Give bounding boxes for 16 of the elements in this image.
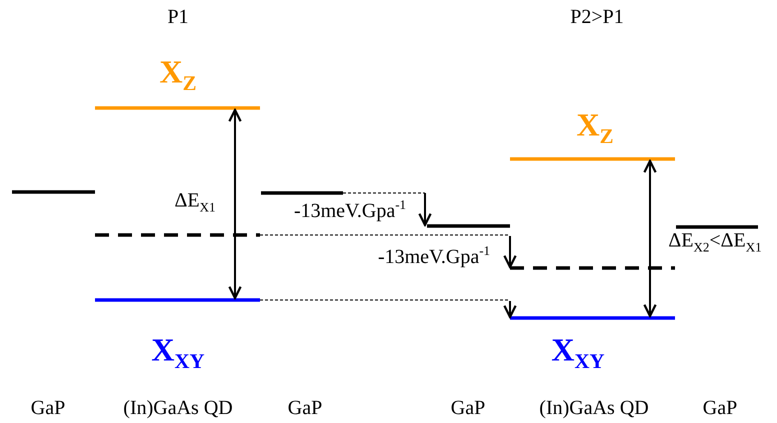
shift-label: -13meV.Gpa$^{-1}$ — [378, 244, 490, 268]
energy-gap-label: ΔE$_{X1}$ — [174, 189, 216, 215]
pressure-label: P2>P1 — [570, 6, 624, 28]
material-label: GaP — [450, 397, 486, 419]
shift-label: -13meV.Gpa$^{-1}$ — [294, 198, 406, 222]
material-label: GaP — [702, 397, 738, 419]
level-label: X$_{XY}$ — [151, 332, 205, 374]
material-label: (In)GaAs QD — [123, 397, 233, 419]
material-label: (In)GaAs QD — [539, 397, 649, 419]
level-label: X$_{Z}$ — [576, 107, 614, 149]
energy-gap-label: ΔE$_{X2}$<ΔE$_{X1}$ — [668, 229, 762, 255]
pressure-label: P1 — [167, 6, 189, 28]
material-label: GaP — [30, 397, 66, 419]
level-label: X$_{XY}$ — [551, 332, 605, 374]
level-label: X$_{Z}$ — [160, 54, 196, 96]
material-label: GaP — [288, 397, 322, 419]
